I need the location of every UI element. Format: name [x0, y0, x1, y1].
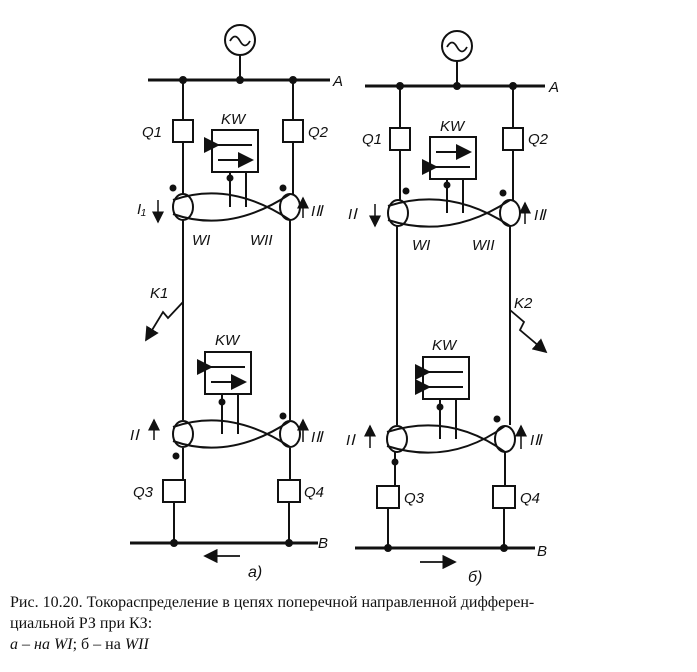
breaker-q2-label: Q2 [528, 131, 549, 148]
bus-a-label: A [332, 73, 343, 90]
breaker-q2 [282, 119, 304, 143]
breaker-q1 [172, 119, 194, 143]
caption-part-a: а – на [10, 636, 54, 653]
bus-b-label: B [318, 535, 328, 552]
winding-label: WII [472, 237, 495, 254]
current-label: IⅡ [311, 429, 324, 446]
caption-wi: WI [53, 636, 73, 653]
scheme-a [130, 24, 330, 564]
relay-label: KW [432, 337, 458, 354]
caption-line-1: Рис. 10.20. Токораспределение в цепях по… [10, 594, 535, 611]
relay-kw-top [211, 129, 259, 173]
winding-label: WI [412, 237, 430, 254]
breaker-q1-label: Q1 [362, 131, 382, 148]
breaker-q3-label: Q3 [133, 484, 154, 501]
current-label: IⅡ [311, 203, 324, 220]
current-label: IⅠ [348, 206, 358, 223]
fault-label: K2 [514, 295, 533, 312]
current-label: I₁ [137, 201, 146, 218]
current-transformer [172, 193, 194, 221]
subfigure-label: б) [468, 569, 482, 586]
current-transformer [172, 420, 194, 448]
breaker-q3 [376, 485, 400, 509]
bus-b-label: B [537, 543, 547, 560]
breaker-q3-label: Q3 [404, 490, 425, 507]
current-label: IⅡ [534, 207, 547, 224]
breaker-q4-label: Q4 [520, 490, 540, 507]
caption-line-2: циальной РЗ при КЗ: [10, 615, 153, 632]
current-transformer [386, 425, 408, 453]
caption-part-b: ; б – на [72, 636, 125, 653]
relay-kw-bottom [204, 351, 252, 395]
current-label: IⅠ [346, 432, 356, 449]
breaker-q2-label: Q2 [308, 124, 329, 141]
breaker-q3 [162, 479, 186, 503]
fault-k1-icon [145, 301, 184, 342]
breaker-q1-label: Q1 [142, 124, 162, 141]
caption-line-3: а – на WI; б – на WII [10, 634, 680, 655]
figure-caption: Рис. 10.20. Токораспределение в цепях по… [10, 592, 680, 655]
winding-label: WII [250, 232, 273, 249]
relay-kw-bottom [422, 356, 470, 400]
fault-k2-icon [509, 309, 548, 354]
winding-label: WI [192, 232, 210, 249]
relay-kw-top [429, 136, 477, 180]
breaker-q4 [492, 485, 516, 509]
current-label: IⅡ [530, 432, 543, 449]
current-label: IⅠ [130, 427, 140, 444]
breaker-q2 [502, 127, 524, 151]
relay-label: KW [440, 118, 466, 135]
current-transformer [387, 199, 409, 227]
relay-label: KW [221, 111, 247, 128]
bus-a-label: A [548, 79, 559, 96]
caption-wii: WII [124, 636, 149, 653]
subfigure-label: а) [248, 564, 262, 581]
scheme-b [355, 30, 548, 570]
protection-diagram: A B Q1 Q2 Q3 Q4 KW KW I₁ IⅡ IⅠ IⅡ WI WII… [130, 24, 559, 586]
breaker-q4-label: Q4 [304, 484, 324, 501]
relay-label: KW [215, 332, 241, 349]
breaker-q4 [277, 479, 301, 503]
breaker-q1 [389, 127, 411, 151]
fault-label: K1 [150, 285, 168, 302]
